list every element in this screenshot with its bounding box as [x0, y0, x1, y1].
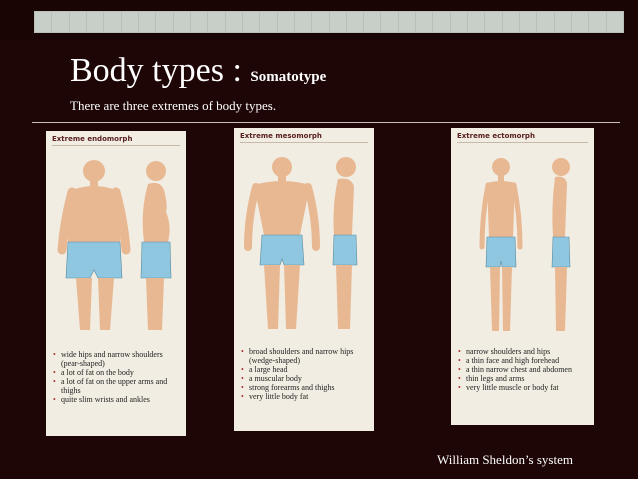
- list-item: strong forearms and thighs: [241, 383, 368, 392]
- grid-cell: [138, 12, 156, 32]
- grid-cell: [485, 12, 502, 32]
- grid-cell: [173, 12, 190, 32]
- title-main: Body types :: [70, 52, 251, 89]
- grid-cell: [450, 12, 468, 32]
- panel-heading: Extreme ectomorph: [457, 132, 588, 143]
- header-band: [0, 0, 638, 40]
- list-item: a muscular body: [241, 374, 368, 383]
- grid-cell: [86, 12, 104, 32]
- grid-cell: [35, 12, 52, 32]
- grid-cell: [69, 12, 86, 32]
- title-sub: Somatotype: [250, 69, 327, 85]
- grid-cell: [398, 12, 416, 32]
- slide-subtitle: There are three extremes of body types.: [70, 98, 277, 113]
- grid-cell: [416, 12, 433, 32]
- ectomorph-panel: Extreme ectomorph narrow shoulders and h…: [451, 128, 594, 425]
- endomorph-figures-image: [57, 160, 172, 330]
- ectomorph-figures-image: [479, 158, 571, 331]
- grid-cell: [156, 12, 173, 32]
- list-item: a lot of fat on the body: [53, 368, 180, 377]
- grid-cell: [225, 12, 242, 32]
- grid-cell: [121, 12, 138, 32]
- grid-cell: [381, 12, 398, 32]
- mesomorph-traits: broad shoulders and narrow hips (wedge-s…: [240, 347, 368, 401]
- grid-cell: [346, 12, 364, 32]
- grid-cell: [190, 12, 208, 32]
- list-item: thin legs and arms: [458, 374, 588, 383]
- list-item: quite slim wrists and ankles: [53, 395, 180, 404]
- mesomorph-figures-image: [244, 157, 358, 329]
- grid-cell: [104, 12, 121, 32]
- list-item: very little muscle or body fat: [458, 383, 588, 392]
- mesomorph-panel: Extreme mesomorph broad shoulders and na…: [234, 128, 374, 431]
- grid-cell: [554, 12, 572, 32]
- list-item: a large head: [241, 365, 368, 374]
- grid-cell: [329, 12, 346, 32]
- list-item: a lot of fat on the upper arms and thigh…: [53, 377, 180, 395]
- grid-cell: [537, 12, 554, 32]
- grid-cell: [468, 12, 485, 32]
- endomorph-traits: wide hips and narrow shoulders (pear-sha…: [52, 350, 180, 404]
- grid-cell: [520, 12, 537, 32]
- ectomorph-traits: narrow shoulders and hips a thin face an…: [457, 347, 588, 392]
- grid-cell: [294, 12, 312, 32]
- decorative-grid: [34, 11, 624, 33]
- grid-cell: [260, 12, 277, 32]
- grid-cell: [364, 12, 381, 32]
- list-item: narrow shoulders and hips: [458, 347, 588, 356]
- list-item: very little body fat: [241, 392, 368, 401]
- panel-heading: Extreme endomorph: [52, 135, 180, 146]
- grid-cell: [52, 12, 69, 32]
- slide-title: Body types : Somatotype: [70, 52, 326, 90]
- grid-cell: [277, 12, 294, 32]
- slide-caption: William Sheldon’s system: [437, 452, 573, 467]
- divider-line: [32, 122, 620, 123]
- list-item: a thin narrow chest and abdomen: [458, 365, 588, 374]
- grid-cell: [242, 12, 260, 32]
- grid-cell: [572, 12, 589, 32]
- grid-cell: [502, 12, 520, 32]
- panel-heading: Extreme mesomorph: [240, 132, 368, 143]
- list-item: a thin face and high forehead: [458, 356, 588, 365]
- list-item: broad shoulders and narrow hips (wedge-s…: [241, 347, 368, 365]
- grid-cell: [208, 12, 225, 32]
- grid-cell: [606, 12, 623, 32]
- grid-cell: [312, 12, 329, 32]
- list-item: wide hips and narrow shoulders (pear-sha…: [53, 350, 180, 368]
- endomorph-panel: Extreme endomorph wide hips and narrow s…: [46, 131, 186, 436]
- grid-cell: [589, 12, 606, 32]
- grid-cell: [433, 12, 450, 32]
